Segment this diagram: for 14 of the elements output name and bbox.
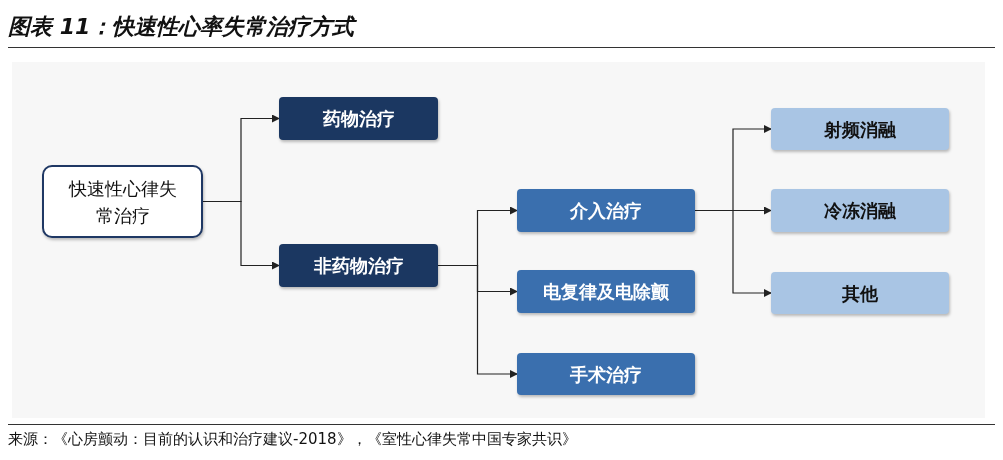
process-box: 非药物治疗 [279,244,438,287]
figure-title: 图表 11：快速性心率失常治疗方式 [8,13,355,41]
process-box: 电复律及电除颤 [517,270,695,313]
process-box: 射频消融 [771,108,949,150]
process-box: 冷冻消融 [771,189,949,232]
process-box: 手术治疗 [517,353,695,395]
process-box: 介入治疗 [517,189,695,232]
arrow [202,200,280,270]
process-box: 其他 [771,272,949,314]
source-note: 来源：《心房颤动：目前的认识和治疗建议-2018》，《室性心律失常中国专家共识》 [8,430,577,449]
process-box: 快速性心律失常治疗 [42,165,203,238]
arrow [694,209,772,297]
arrow [437,264,518,378]
process-box: 药物治疗 [279,97,438,140]
